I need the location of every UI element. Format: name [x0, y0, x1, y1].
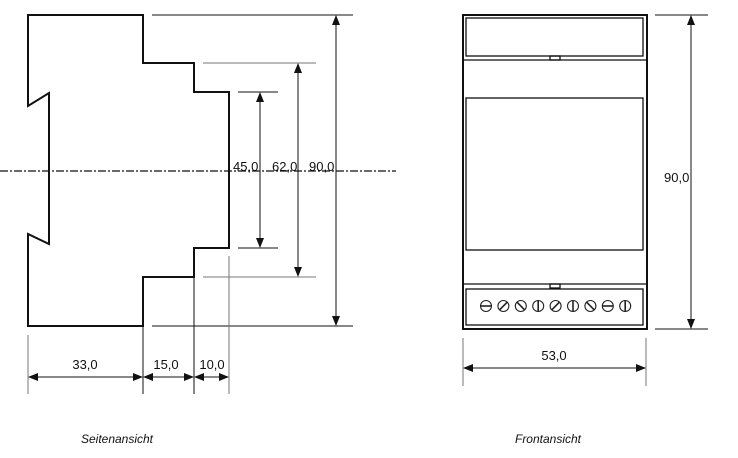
terminal-block [465, 288, 644, 326]
screw-terminal-icon [479, 299, 493, 313]
screw-terminal-icon [566, 299, 580, 313]
front-height-label: 90,0 [664, 170, 689, 185]
front-width-label: 53,0 [541, 348, 566, 363]
front-window [465, 97, 644, 251]
screw-terminal-icon [601, 299, 614, 313]
top-label-panel [465, 17, 644, 57]
side-view: 45,0 62,0 90,0 33,0 15,0 10,0 Seitenansi… [0, 14, 396, 446]
screw-terminal-icon [619, 299, 632, 313]
screw-terminal-icon [514, 299, 527, 313]
screw-terminal-icon [584, 299, 597, 313]
dim-33-label: 33,0 [72, 357, 97, 372]
screw-terminal-icon [549, 299, 562, 313]
side-view-caption: Seitenansicht [81, 432, 154, 446]
dim-45-label: 45,0 [233, 159, 258, 174]
dim-15-label: 15,0 [153, 357, 178, 372]
dim-90-label: 90,0 [309, 159, 334, 174]
screw-terminal-icon [497, 299, 510, 313]
terminal-screws [479, 299, 632, 313]
dim-10-label: 10,0 [199, 357, 224, 372]
screw-terminal-icon [532, 299, 545, 313]
front-view: 90,0 53,0 Frontansicht [462, 14, 708, 446]
dim-62-label: 62,0 [272, 159, 297, 174]
front-view-caption: Frontansicht [515, 432, 582, 446]
front-outline [462, 14, 648, 330]
